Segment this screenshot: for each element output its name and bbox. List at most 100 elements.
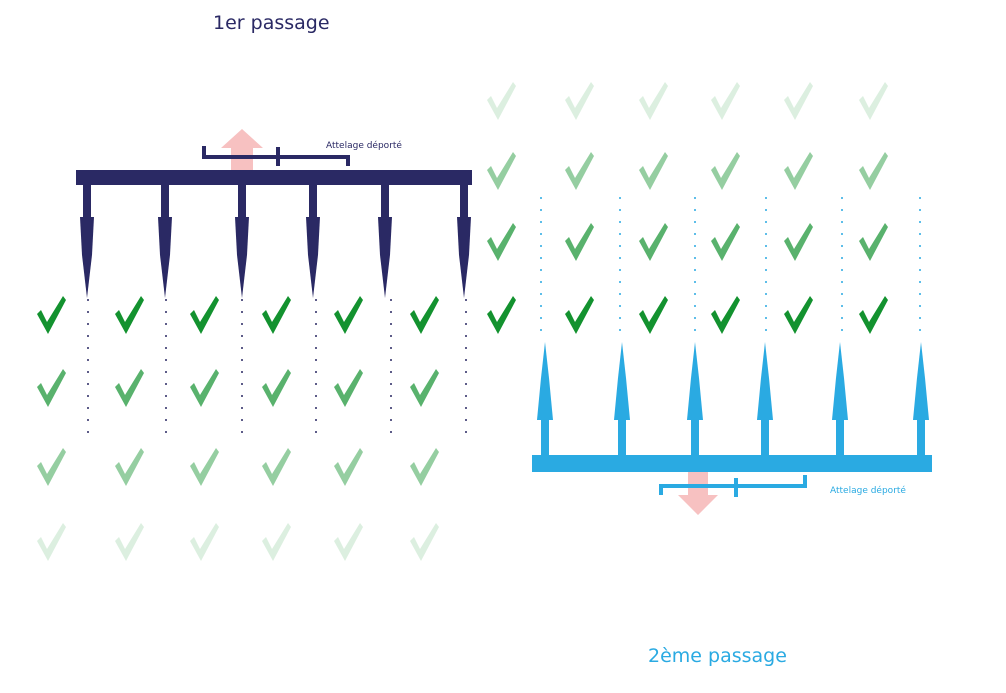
dot-mark <box>540 233 542 235</box>
dot-mark <box>694 329 696 331</box>
dot-mark <box>841 245 843 247</box>
check-mark-icon <box>487 152 516 190</box>
dot-mark <box>694 245 696 247</box>
check-mark-icon <box>410 296 439 334</box>
check-mark-icon <box>190 369 219 407</box>
check-mark-icon <box>565 152 594 190</box>
dot-mark <box>315 323 317 325</box>
check-mark-icon <box>487 223 516 261</box>
dot-mark <box>241 359 243 361</box>
dot-mark <box>765 221 767 223</box>
dot-mark <box>241 311 243 313</box>
tine-blade <box>80 217 94 298</box>
dot-mark <box>619 221 621 223</box>
dot-mark <box>241 431 243 433</box>
tine-blade <box>614 342 630 420</box>
check-mark-icon <box>711 152 740 190</box>
tine-shank <box>691 420 699 457</box>
tine-shank <box>83 184 91 217</box>
dot-mark <box>694 221 696 223</box>
check-mark-icon <box>565 296 594 334</box>
tine-blade <box>457 217 471 298</box>
dot-mark <box>694 233 696 235</box>
hoed-lines-pass2 <box>540 197 921 331</box>
dot-mark <box>165 431 167 433</box>
dot-mark <box>315 383 317 385</box>
dot-mark <box>765 233 767 235</box>
dot-mark <box>919 329 921 331</box>
tine-blade <box>913 342 929 420</box>
check-mark-icon <box>410 523 439 561</box>
dot-mark <box>87 371 89 373</box>
dot-mark <box>165 299 167 301</box>
check-mark-icon <box>711 296 740 334</box>
title-pass2: 2ème passage <box>648 645 787 667</box>
check-mark-icon <box>262 369 291 407</box>
check-mark-icon <box>410 369 439 407</box>
dot-mark <box>165 311 167 313</box>
check-mark-icon <box>334 448 363 486</box>
dot-mark <box>390 335 392 337</box>
tines-pass1 <box>80 184 471 298</box>
dot-mark <box>765 329 767 331</box>
tines-pass2 <box>537 342 929 457</box>
tool-pass1 <box>76 129 472 298</box>
dot-mark <box>919 257 921 259</box>
dot-mark <box>694 281 696 283</box>
check-mark-icon <box>410 448 439 486</box>
dot-mark <box>919 197 921 199</box>
dot-mark <box>165 419 167 421</box>
tine-blade <box>687 342 703 420</box>
check-mark-icon <box>115 296 144 334</box>
tine-shank <box>761 420 769 457</box>
dot-mark <box>765 209 767 211</box>
check-mark-icon <box>190 523 219 561</box>
dot-mark <box>315 407 317 409</box>
dot-mark <box>765 197 767 199</box>
dot-mark <box>241 371 243 373</box>
check-mark-icon <box>639 223 668 261</box>
dot-mark <box>315 419 317 421</box>
dot-mark <box>390 383 392 385</box>
dot-mark <box>540 197 542 199</box>
dot-mark <box>241 347 243 349</box>
direction-arrow-up-icon <box>221 129 263 170</box>
dot-mark <box>919 209 921 211</box>
check-mark-icon <box>859 296 888 334</box>
dot-mark <box>919 245 921 247</box>
dot-mark <box>165 359 167 361</box>
dot-mark <box>919 317 921 319</box>
dot-mark <box>619 329 621 331</box>
check-mark-icon <box>639 152 668 190</box>
dot-mark <box>87 395 89 397</box>
dot-mark <box>465 311 467 313</box>
hitch-label-pass1: Attelage déporté <box>326 141 402 151</box>
check-mark-icon <box>565 223 594 261</box>
dot-mark <box>87 347 89 349</box>
dot-mark <box>619 317 621 319</box>
dot-mark <box>165 383 167 385</box>
dot-mark <box>540 209 542 211</box>
dot-mark <box>694 257 696 259</box>
dot-mark <box>390 395 392 397</box>
check-mark-icon <box>37 448 66 486</box>
dot-mark <box>619 257 621 259</box>
dot-mark <box>540 245 542 247</box>
dot-mark <box>390 359 392 361</box>
dot-mark <box>619 245 621 247</box>
dot-mark <box>841 293 843 295</box>
dot-mark <box>919 281 921 283</box>
tine-blade <box>757 342 773 420</box>
hoed-lines-pass1 <box>87 299 467 433</box>
toolbar-beam-pass1 <box>76 170 472 185</box>
dot-mark <box>87 431 89 433</box>
check-mark-icon <box>639 296 668 334</box>
dot-mark <box>765 269 767 271</box>
tine-shank <box>161 184 169 217</box>
dot-mark <box>390 419 392 421</box>
dot-mark <box>765 281 767 283</box>
dot-mark <box>87 383 89 385</box>
dot-mark <box>765 257 767 259</box>
tine-shank <box>618 420 626 457</box>
dot-mark <box>87 299 89 301</box>
